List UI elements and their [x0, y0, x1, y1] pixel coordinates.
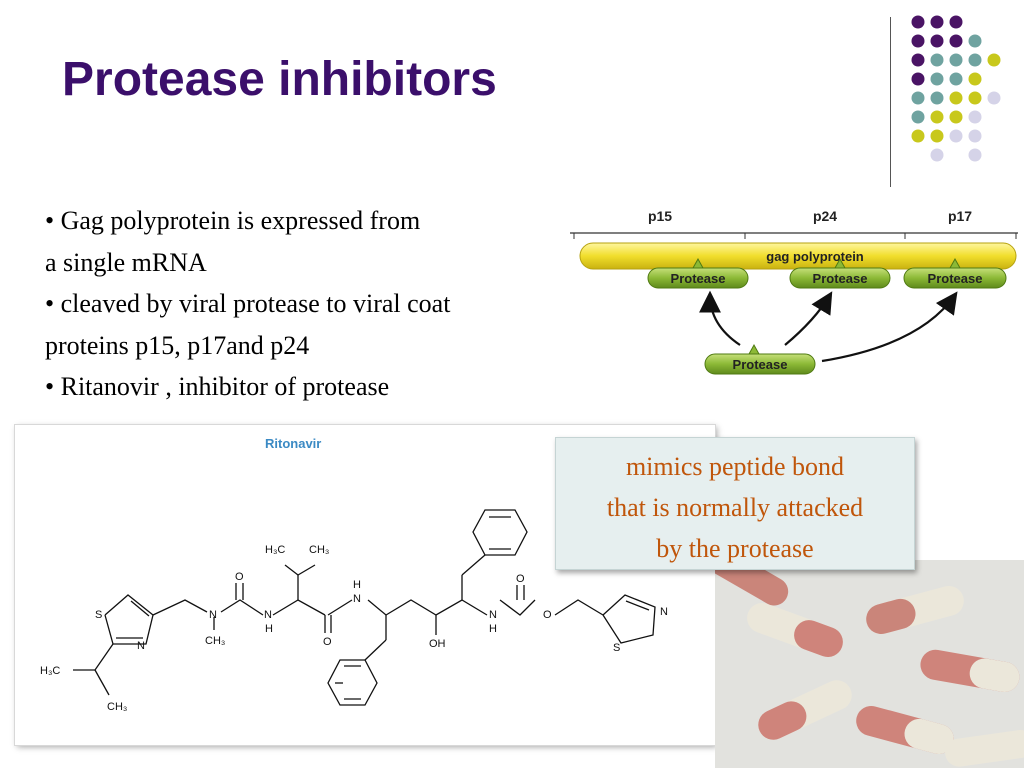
decorative-dot	[968, 53, 982, 67]
decorative-dot	[911, 72, 925, 86]
atom-label: H	[489, 623, 497, 635]
decorative-dot	[949, 72, 963, 86]
protease-label: Protease	[813, 271, 868, 286]
decorative-dot	[911, 129, 925, 143]
decorative-dot	[987, 53, 1001, 67]
atom-label: O	[323, 636, 332, 648]
decorative-dot	[949, 15, 963, 29]
decorative-dot	[949, 53, 963, 67]
atom-label: CH₃	[205, 635, 225, 647]
bullet-line: • cleaved by viral protease to viral coa…	[45, 289, 451, 318]
atom-label: N	[137, 640, 145, 652]
gag-polyprotein-diagram: p15 p24 p17 gag polyprotein Protease Pro…	[570, 208, 1018, 375]
protease-site-p24: Protease	[789, 257, 891, 289]
decorative-dot	[911, 15, 925, 29]
callout-line: by the protease	[656, 534, 814, 563]
atom-label: H	[265, 623, 273, 635]
decorative-dot	[930, 110, 944, 124]
molecule-atom-labels: S N H₃C CH₃ N CH₃ O N H H₃C CH₃ O H N OH…	[40, 544, 668, 713]
decorative-dot	[911, 91, 925, 105]
protease-site-p24-p17: Protease	[903, 257, 1007, 289]
decorative-dot	[968, 110, 982, 124]
cleavage-arrow	[784, 291, 833, 346]
protease-enzyme: Protease	[704, 343, 816, 375]
callout-line: mimics peptide bond	[625, 452, 845, 481]
bullet-line: proteins p15, p17and p24	[45, 330, 310, 360]
atom-label: O	[543, 609, 552, 621]
decorative-dot	[949, 34, 963, 48]
decorative-dot	[930, 53, 944, 67]
atom-label: N	[209, 609, 217, 621]
ritonavir-structure: Ritonavir	[40, 436, 668, 713]
callout-line: that is normally attacked	[606, 493, 864, 522]
atom-label: S	[95, 609, 102, 621]
bullet-line: • Gag polyprotein is expressed from	[45, 206, 421, 235]
slide-title: Protease inhibitors	[62, 53, 497, 106]
decorative-dot	[930, 72, 944, 86]
cleavage-arrow	[699, 290, 741, 346]
protease-label: Protease	[733, 357, 788, 372]
protease-label: Protease	[928, 271, 983, 286]
atom-label: N	[353, 593, 361, 605]
atom-label: H₃C	[265, 544, 285, 556]
atom-label: O	[516, 573, 525, 585]
atom-label: N	[264, 609, 272, 621]
bullet-line: a single mRNA	[45, 247, 207, 277]
atom-label: S	[613, 642, 620, 654]
decorative-dot	[949, 91, 963, 105]
atom-label: O	[235, 571, 244, 583]
segment-label-p17: p17	[948, 208, 972, 224]
decorative-dot	[911, 34, 925, 48]
atom-label: OH	[429, 638, 446, 650]
decorative-dot	[930, 34, 944, 48]
callout-box: mimics peptide bond that is normally att…	[555, 437, 915, 570]
decorative-dot	[930, 15, 944, 29]
decorative-dot	[949, 110, 963, 124]
decorative-dot	[930, 129, 944, 143]
ritonavir-title: Ritonavir	[265, 436, 321, 451]
decorative-dot	[911, 110, 925, 124]
molecule-bonds	[73, 509, 656, 706]
protease-site-p15-p24: Protease	[647, 257, 749, 289]
decorative-dot	[968, 34, 982, 48]
decorative-dot	[968, 148, 982, 162]
decorative-dot	[949, 129, 963, 143]
decorative-dot	[968, 91, 982, 105]
atom-label: CH₃	[309, 544, 329, 556]
decorative-dot	[968, 129, 982, 143]
bullet-line: • Ritanovir , inhibitor of protease	[45, 372, 390, 401]
decorative-dot	[930, 91, 944, 105]
decorative-dot	[968, 72, 982, 86]
decorative-dot	[911, 53, 925, 67]
protease-label: Protease	[671, 271, 726, 286]
cleavage-arrow	[821, 291, 958, 363]
gag-polyprotein-label: gag polyprotein	[766, 249, 864, 264]
decorative-dot	[930, 148, 944, 162]
segment-label-p24: p24	[813, 208, 837, 224]
pills-illustration	[715, 560, 1024, 768]
segment-label-p15: p15	[648, 208, 672, 224]
atom-label: N	[489, 609, 497, 621]
decorative-dot	[987, 91, 1001, 105]
pills-photo	[715, 560, 1024, 768]
atom-label: N	[660, 606, 668, 618]
bullet-list: • Gag polyprotein is expressed from a si…	[45, 200, 585, 408]
atom-label: CH₃	[107, 701, 127, 713]
atom-label: H	[353, 579, 361, 591]
vertical-divider	[890, 17, 891, 187]
atom-label: H₃C	[40, 665, 60, 677]
